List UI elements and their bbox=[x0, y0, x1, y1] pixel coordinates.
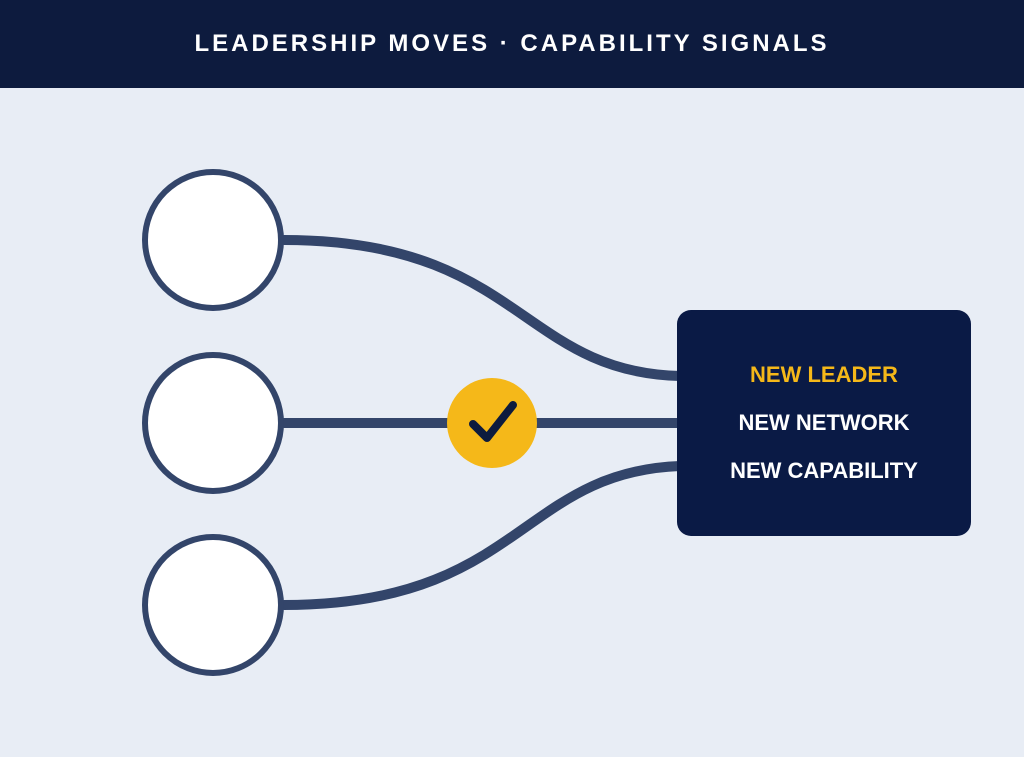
check-badge-circle bbox=[447, 378, 537, 468]
check-icon bbox=[469, 401, 517, 442]
connector-top bbox=[279, 235, 685, 381]
result-line-new-network: NEW NETWORK bbox=[738, 410, 910, 435]
source-node-2 bbox=[142, 352, 284, 494]
check-badge bbox=[447, 378, 537, 468]
source-node-3 bbox=[142, 534, 284, 676]
page-title: LEADERSHIP MOVES · CAPABILITY SIGNALS bbox=[194, 30, 830, 57]
source-node-1 bbox=[142, 169, 284, 311]
result-line-new-capability: NEW CAPABILITY bbox=[730, 458, 918, 483]
result-box: NEW LEADER NEW NETWORK NEW CAPABILITY bbox=[677, 310, 971, 536]
connector-bottom bbox=[279, 461, 685, 610]
header-bar: LEADERSHIP MOVES · CAPABILITY SIGNALS bbox=[0, 0, 1024, 88]
result-line-new-leader: NEW LEADER bbox=[750, 362, 898, 387]
